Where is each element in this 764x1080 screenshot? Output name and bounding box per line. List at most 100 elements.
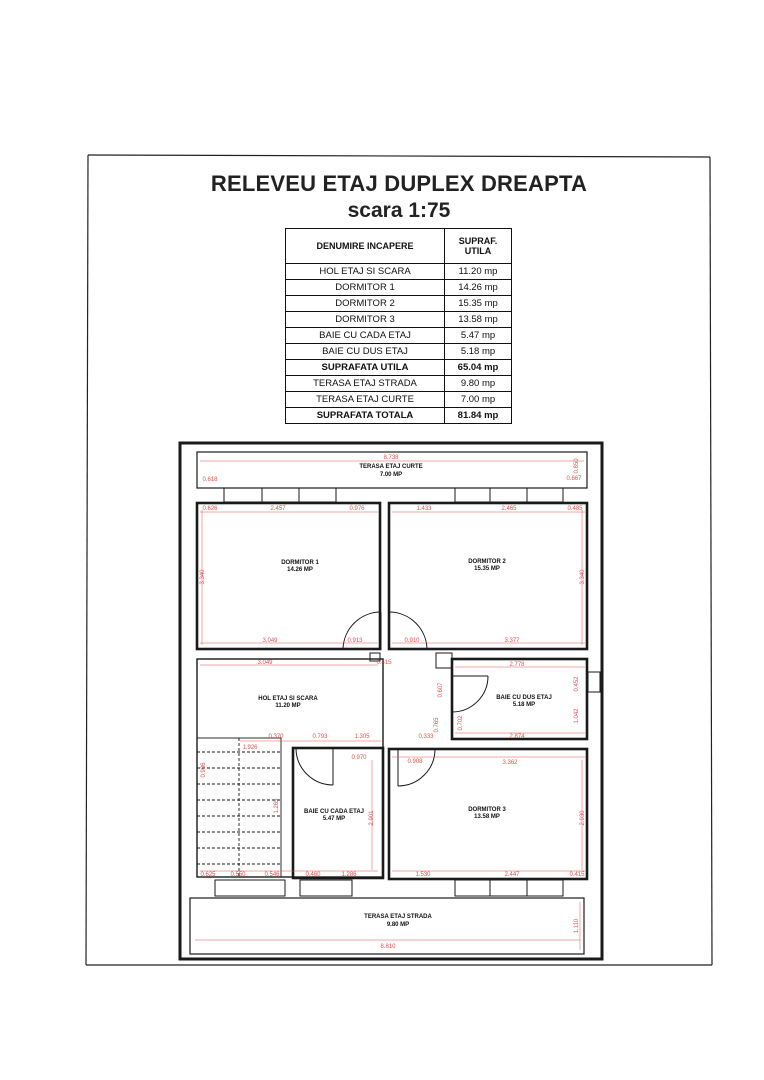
dim-label: 0.913: [347, 638, 363, 644]
hall-name: HOL ETAJ SI SCARA: [258, 696, 318, 702]
terrace-back-name: TERASA ETAJ CURTE: [359, 464, 422, 470]
room-labels: TERASA ETAJ CURTE 7.00 MP DORMITOR 1 14.…: [258, 464, 552, 928]
dim-label: 0.415: [376, 660, 392, 666]
areas-table: DENUMIRE INCAPERE SUPRAF. UTILA HOL ETAJ…: [285, 228, 512, 424]
door-tub-bath: [295, 747, 334, 786]
dim-label: 8.810: [380, 944, 396, 950]
dim-label: 1.926: [242, 745, 258, 751]
bedroom2-walls: [387, 501, 589, 651]
frame-left: [85, 154, 89, 966]
drawing-title: RELEVEU ETAJ DUPLEX DREAPTA: [210, 171, 588, 196]
dim-label: 0.626: [202, 506, 218, 512]
dim-label: 0.452: [574, 676, 580, 692]
bedroom1-name: DORMITOR 1: [281, 560, 319, 566]
dimension-labels: 8.738 0.618 0.850 0.667 0.626 2.457 0.97…: [200, 455, 586, 950]
doors: [295, 611, 489, 787]
dim-label: 3.362: [502, 760, 518, 766]
dim-label: 3.377: [504, 638, 520, 644]
bedroom3-area: 13.58 MP: [474, 814, 500, 820]
dim-label: 1.530: [415, 872, 431, 878]
shower-bath-walls: [450, 657, 589, 741]
dim-label: 0.908: [407, 759, 423, 765]
dim-label: 3.340: [200, 569, 206, 585]
staircase: [196, 737, 282, 878]
sheet-frame: [85, 154, 713, 966]
dim-label: 0.607: [438, 682, 444, 698]
window-tub-bath: [299, 879, 353, 897]
dim-label: 1.286: [341, 872, 357, 878]
bedroom3-walls: [387, 747, 589, 881]
room-area-cell: 81.84 mp: [444, 407, 512, 424]
column-stub-right: [435, 652, 453, 669]
bedroom2-name: DORMITOR 2: [468, 559, 506, 565]
dim-label: 0.793: [312, 734, 328, 740]
dimension-lines: [195, 460, 585, 950]
dim-label: 3.049: [257, 660, 273, 666]
dim-label: 0.460: [305, 872, 321, 878]
door-bedroom2: [388, 611, 428, 651]
window-bedroom2: [454, 487, 564, 503]
window-shower-bath: [587, 671, 601, 693]
terrace-street-name: TERASA ETAJ STRADA: [364, 914, 432, 920]
dim-label: 3.340: [580, 569, 586, 585]
door-bedroom3: [397, 748, 436, 787]
walls: [178, 441, 604, 961]
dim-label: 0.625: [200, 872, 216, 878]
bedroom1-area: 14.26 MP: [287, 567, 313, 573]
dim-label: 0.970: [351, 755, 367, 761]
bedroom1-walls: [195, 501, 382, 651]
outer-wall: [178, 441, 604, 961]
dim-label: 0.370: [268, 734, 284, 740]
terrace-street-outline: [189, 897, 585, 955]
column-stub: [369, 652, 381, 662]
dim-label: 0.765: [434, 717, 440, 733]
dim-label: 0.546: [264, 872, 280, 878]
drawing-scale: scara 1:75: [347, 199, 451, 222]
window-hall: [214, 879, 286, 897]
dim-label: 0.906: [201, 762, 207, 778]
dim-label: 1.265: [274, 798, 280, 814]
shower-bath-name: BAIE CU DUS ETAJ: [496, 695, 552, 701]
dim-label: 2.778: [509, 662, 525, 668]
dim-label: 1.433: [416, 506, 432, 512]
dim-label: 0.702: [458, 715, 464, 731]
dim-label: 2.874: [509, 734, 525, 740]
bedroom2-area: 15.35 MP: [474, 566, 500, 572]
terrace-back-area: 7.00 MP: [380, 472, 402, 478]
dim-label: 0.333: [418, 734, 434, 740]
tub-bath-area: 5.47 MP: [323, 816, 345, 822]
tub-bath-name: BAIE CU CADA ETAJ: [304, 809, 364, 815]
dim-label: 2.465: [501, 506, 517, 512]
dim-label: 1.110: [574, 918, 580, 933]
areas-table-header: DENUMIRE INCAPERE SUPRAF. UTILA: [285, 228, 512, 264]
door-shower-bath: [451, 675, 489, 713]
dim-label: 3.049: [262, 638, 278, 644]
frame-right: [709, 156, 713, 966]
hall-area: 11.20 MP: [275, 703, 300, 709]
door-bedroom1: [342, 611, 382, 651]
dim-label: 0.415: [569, 872, 585, 878]
bedroom3-name: DORMITOR 3: [468, 807, 506, 813]
terrace-street-area: 9.80 MP: [387, 922, 409, 928]
dim-label: 0.485: [567, 506, 583, 512]
dim-label: 0.667: [566, 476, 582, 482]
frame-top: [87, 154, 711, 158]
tub-bath-walls: [291, 746, 385, 880]
dim-label: 1.305: [354, 734, 370, 740]
window-bedroom3: [454, 879, 564, 897]
dim-label: 8.738: [383, 455, 399, 461]
dim-label: 0.910: [404, 638, 420, 644]
dim-label: 0.976: [349, 506, 365, 512]
shower-bath-area: 5.18 MP: [513, 702, 535, 708]
